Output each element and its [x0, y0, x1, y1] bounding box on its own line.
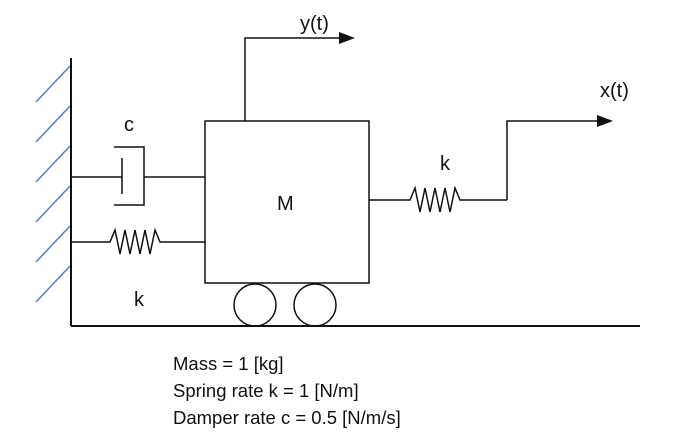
input-arrowhead [597, 115, 613, 127]
parameter-spring: Spring rate k = 1 [N/m] [173, 380, 359, 401]
right-spring [369, 185, 507, 213]
input-arrow [506, 115, 613, 200]
mass-block [204, 120, 370, 284]
label-input-x: x(t) [600, 80, 629, 102]
left-wheel [233, 283, 277, 327]
label-mass: M [277, 193, 294, 215]
label-damper-c: c [124, 114, 134, 136]
output-arrow [244, 32, 355, 121]
parameter-list: Mass = 1 [kg] Spring rate k = 1 [N/m] Da… [173, 350, 401, 431]
output-arrowhead [339, 32, 355, 44]
label-spring-right-k: k [440, 153, 451, 175]
wall-hatching [35, 65, 71, 303]
parameter-damper: Damper rate c = 0.5 [N/m/s] [173, 407, 401, 428]
label-output-y: y(t) [300, 13, 329, 35]
label-spring-left-k: k [134, 289, 145, 311]
parameter-mass: Mass = 1 [kg] [173, 353, 284, 374]
left-spring [71, 227, 205, 255]
right-wheel [293, 283, 337, 327]
damper [71, 146, 205, 206]
